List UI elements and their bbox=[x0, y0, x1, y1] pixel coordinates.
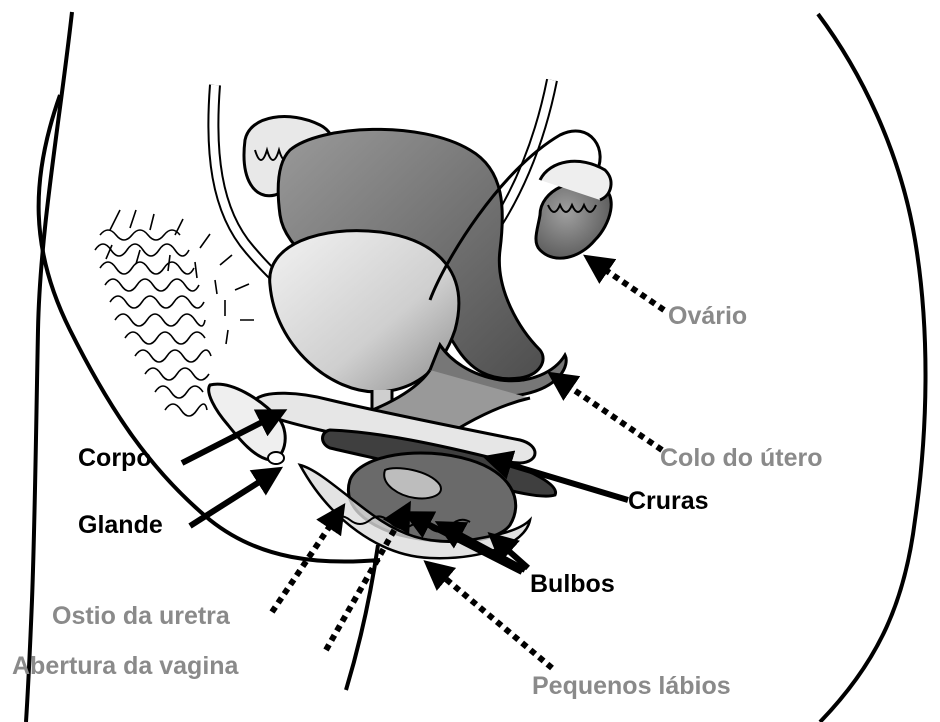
label-ostio-da-uretra: Ostio da uretra bbox=[52, 602, 230, 630]
glans-tip-graphic bbox=[268, 452, 284, 464]
label-bulbos: Bulbos bbox=[530, 570, 615, 598]
pointer-ovario bbox=[588, 258, 664, 310]
label-colo-do-utero: Colo do útero bbox=[660, 444, 822, 472]
label-pequenos-labios: Pequenos lábios bbox=[532, 672, 731, 700]
perineum-line bbox=[346, 545, 378, 690]
pointer-colo bbox=[552, 375, 662, 450]
label-abertura-da-vagina: Abertura da vagina bbox=[12, 652, 238, 680]
label-cruras: Cruras bbox=[628, 487, 709, 515]
label-ovario: Ovário bbox=[668, 302, 747, 330]
pointer-glande bbox=[190, 470, 278, 526]
label-corpo: Corpo bbox=[78, 444, 152, 472]
body-outline-right bbox=[818, 14, 926, 722]
label-glande: Glande bbox=[78, 511, 163, 539]
